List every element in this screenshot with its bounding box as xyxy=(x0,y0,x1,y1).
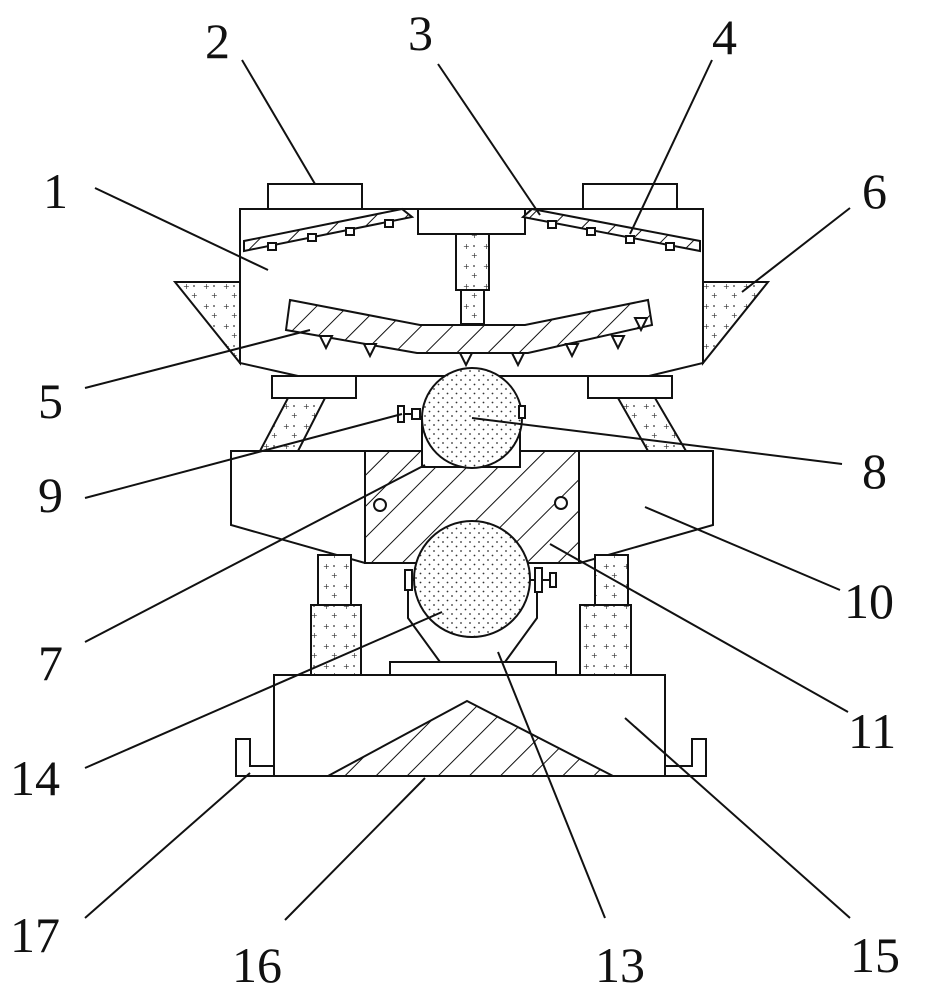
screen-teeth-right xyxy=(547,220,675,251)
bolt-left xyxy=(373,498,387,512)
label-5: 5 xyxy=(38,373,63,429)
label-2: 2 xyxy=(205,13,230,69)
support-upper-right xyxy=(594,554,629,606)
lower-motor-clamps xyxy=(404,567,557,593)
label-16: 16 xyxy=(232,937,282,993)
box-foot-right xyxy=(587,375,673,399)
label-15: 15 xyxy=(850,927,900,983)
leader-lines xyxy=(84,59,851,921)
top-motor-right xyxy=(582,183,678,210)
label-8: 8 xyxy=(862,443,887,499)
press-rod-lower xyxy=(460,289,485,325)
upper-screen-left xyxy=(243,207,415,253)
label-17: 17 xyxy=(10,907,60,963)
label-6: 6 xyxy=(862,163,887,219)
support-lower-right xyxy=(579,604,632,676)
top-motor-left xyxy=(267,183,363,210)
press-rod-upper xyxy=(455,233,490,291)
support-upper-left xyxy=(317,554,352,606)
side-hopper-right xyxy=(702,281,771,366)
label-13: 13 xyxy=(595,937,645,993)
crushing-plate-teeth xyxy=(318,317,649,368)
label-11: 11 xyxy=(848,703,896,759)
foot-right xyxy=(664,738,707,777)
base-wedge xyxy=(327,699,614,777)
bolt-right xyxy=(554,496,568,510)
lower-vibration-motor xyxy=(413,520,531,638)
screen-teeth-left xyxy=(267,219,394,251)
label-1: 1 xyxy=(43,163,68,219)
label-10: 10 xyxy=(844,573,894,629)
label-9: 9 xyxy=(38,467,63,523)
label-14: 14 xyxy=(10,750,60,806)
label-7: 7 xyxy=(38,635,63,691)
top-center-block xyxy=(417,208,526,235)
foot-left xyxy=(235,738,275,777)
label-4: 4 xyxy=(712,9,737,65)
support-lower-left xyxy=(310,604,362,676)
box-foot-left xyxy=(271,375,357,399)
upper-screen-right xyxy=(520,207,701,253)
motor-base-plate xyxy=(389,661,557,676)
label-3: 3 xyxy=(408,5,433,61)
